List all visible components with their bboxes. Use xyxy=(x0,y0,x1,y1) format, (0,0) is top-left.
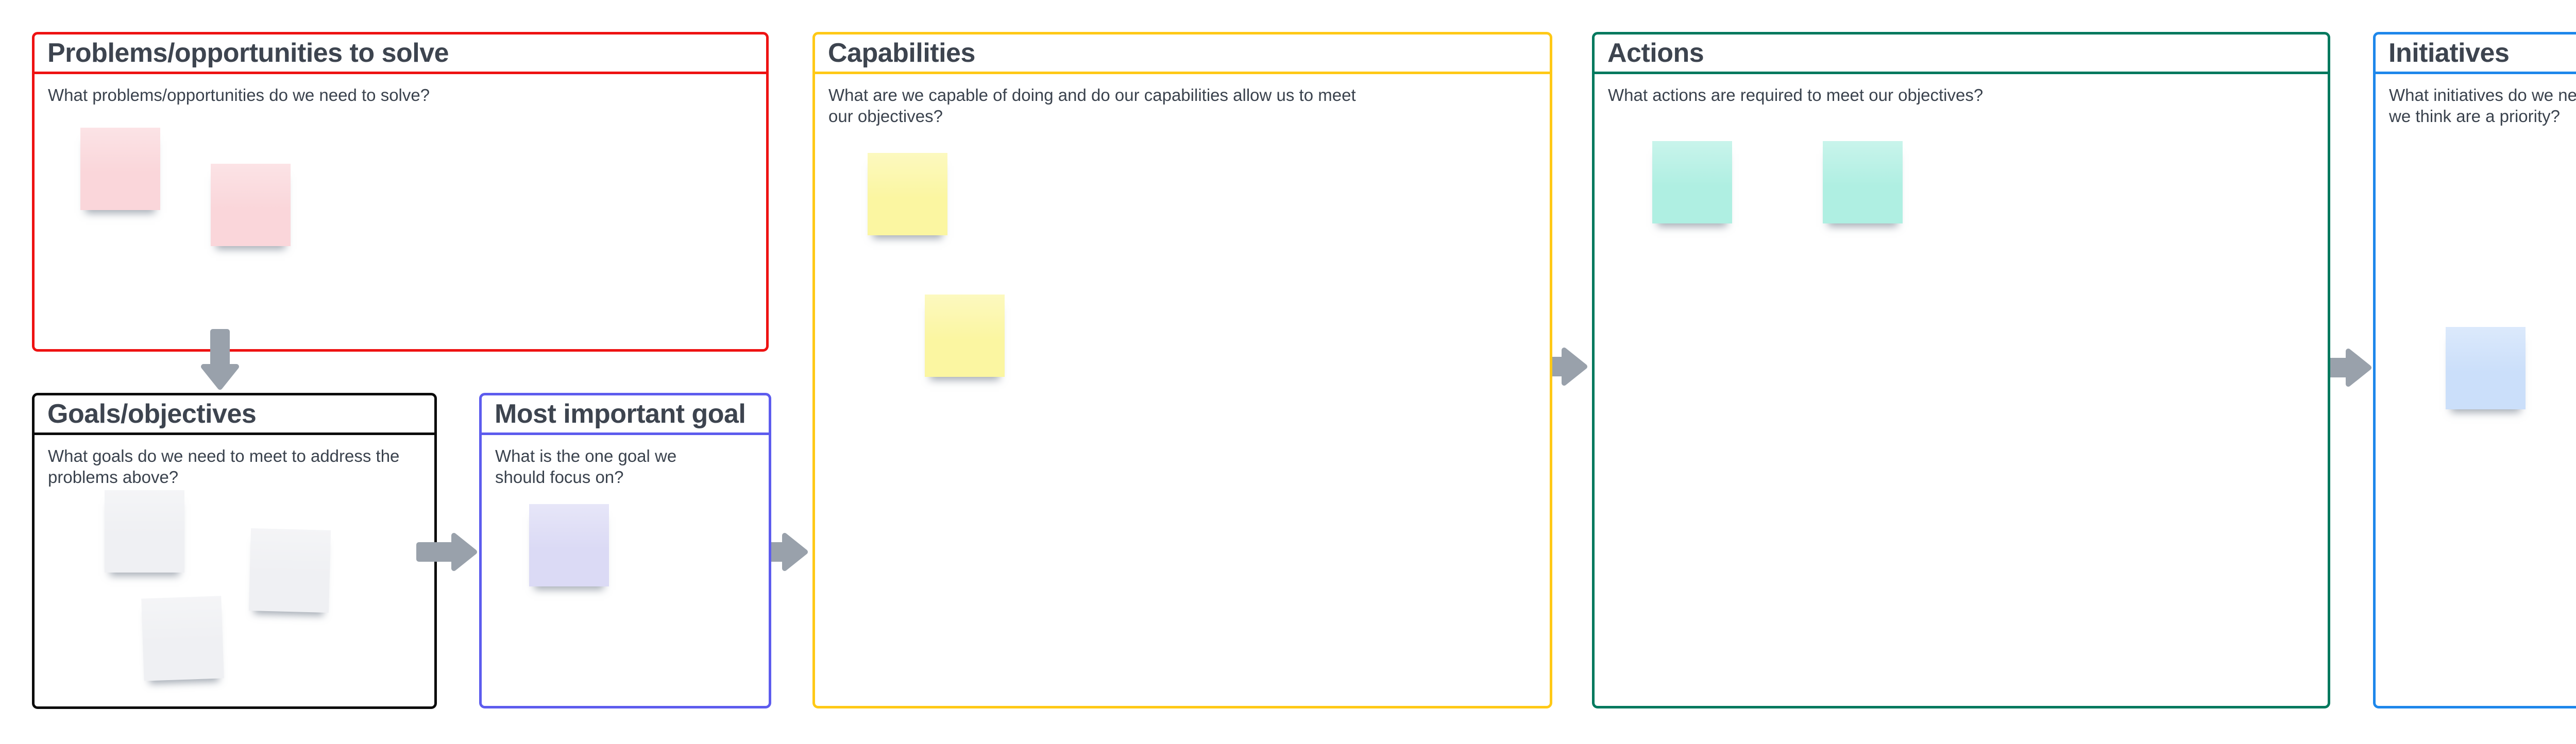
sticky-note-problems[interactable] xyxy=(211,164,291,246)
panel-most-important-goal[interactable]: Most important goal What is the one goal… xyxy=(479,393,771,708)
sticky-note-problems[interactable] xyxy=(80,128,160,210)
panel-actions[interactable]: Actions What actions are required to mee… xyxy=(1592,32,2330,708)
panel-title: Most important goal xyxy=(495,399,746,429)
sticky-note-initiatives[interactable] xyxy=(2446,327,2526,409)
panel-description: What are we capable of doing and do our … xyxy=(828,85,1356,126)
sticky-note-most-important-goal[interactable] xyxy=(529,504,609,586)
panel-description: What goals do we need to meet to address… xyxy=(48,446,400,487)
panel-title: Actions xyxy=(1607,38,1704,68)
sticky-note-goals[interactable] xyxy=(248,528,331,613)
panel-header: Capabilities xyxy=(815,34,1550,74)
panel-goals[interactable]: Goals/objectives What goals do we need t… xyxy=(32,393,437,709)
panel-description: What is the one goal we should focus on? xyxy=(495,446,677,487)
panel-header: Problems/opportunities to solve xyxy=(35,34,766,74)
sticky-note-capabilities[interactable] xyxy=(925,295,1005,377)
panel-description: What actions are required to meet our ob… xyxy=(1608,85,1984,105)
panel-header: Actions xyxy=(1595,34,2328,74)
sticky-note-goals[interactable] xyxy=(141,596,224,681)
sticky-note-capabilities[interactable] xyxy=(868,153,947,235)
sticky-note-actions[interactable] xyxy=(1652,141,1732,223)
panel-description: What initiatives do we need to work on t… xyxy=(2389,85,2576,126)
panel-header: Initiatives xyxy=(2376,34,2576,74)
panel-header: Goals/objectives xyxy=(35,395,434,435)
panel-description: What problems/opportunities do we need t… xyxy=(48,85,430,105)
panel-title: Capabilities xyxy=(828,38,975,68)
arrow-problems-to-goals-icon[interactable] xyxy=(199,328,241,390)
panel-title: Initiatives xyxy=(2388,38,2510,68)
panel-header: Most important goal xyxy=(482,395,769,435)
sticky-note-actions[interactable] xyxy=(1823,141,1903,223)
panel-title: Goals/objectives xyxy=(47,399,257,429)
panel-capabilities[interactable]: Capabilities What are we capable of doin… xyxy=(812,32,1552,708)
sticky-note-goals[interactable] xyxy=(105,490,184,573)
panel-title: Problems/opportunities to solve xyxy=(47,38,449,68)
arrow-goals-to-most-important-goal-icon[interactable] xyxy=(416,531,478,573)
